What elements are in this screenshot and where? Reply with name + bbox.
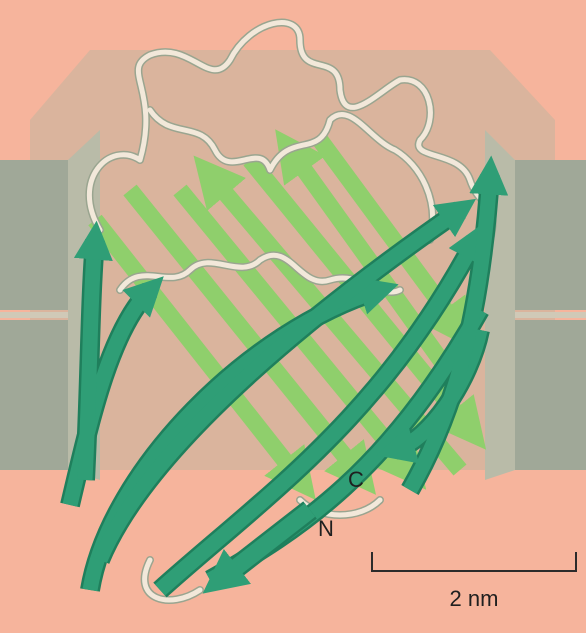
scale-bar-line [371,552,577,572]
membrane-block-left-upper [0,160,68,310]
back-strand [88,214,316,501]
membrane-block-left-lower [0,320,68,470]
front-strand [62,276,164,507]
front-strand [154,222,485,596]
n-terminus-label: N [318,516,334,541]
front-strands [60,155,509,598]
membrane-block-right-upper [515,160,586,310]
back-strand [123,184,377,495]
membrane-block-right-lower [515,320,586,470]
c-terminus-label: C [348,467,364,492]
scale-bar-label: 2 nm [450,586,499,611]
scale-bar: 2 nm [371,552,577,611]
front-strand [403,155,509,494]
front-strand [93,198,477,563]
front-strand [73,220,113,481]
